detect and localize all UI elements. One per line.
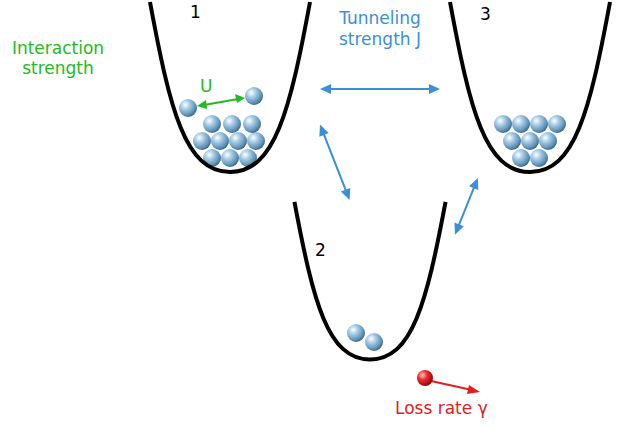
well-outline: [440, 0, 620, 178]
well-outline: [285, 200, 455, 365]
atoms-well-3: [494, 115, 566, 167]
interaction-label: Interaction strength: [2, 38, 114, 79]
well-number: 2: [315, 240, 326, 260]
potential-well: 2: [285, 200, 455, 365]
tunneling-arrow: [454, 178, 478, 235]
edge-label: Tunneling strength J: [323, 8, 438, 49]
atoms-well-1: [179, 87, 265, 167]
loss-arrow: [417, 370, 480, 394]
potential-well: 3: [440, 0, 620, 178]
tunneling-arrow: [319, 125, 350, 200]
tunneling-arrow: [320, 84, 440, 94]
well-number: 1: [190, 2, 201, 22]
well-number: 3: [480, 4, 491, 24]
loss-label: Loss rate γ: [395, 398, 488, 418]
atoms-well-2: [347, 324, 383, 351]
well-outline: [140, 0, 320, 178]
interaction-symbol: U: [200, 76, 212, 96]
interaction-arrow: [197, 94, 245, 109]
potential-well: 1: [140, 0, 320, 178]
